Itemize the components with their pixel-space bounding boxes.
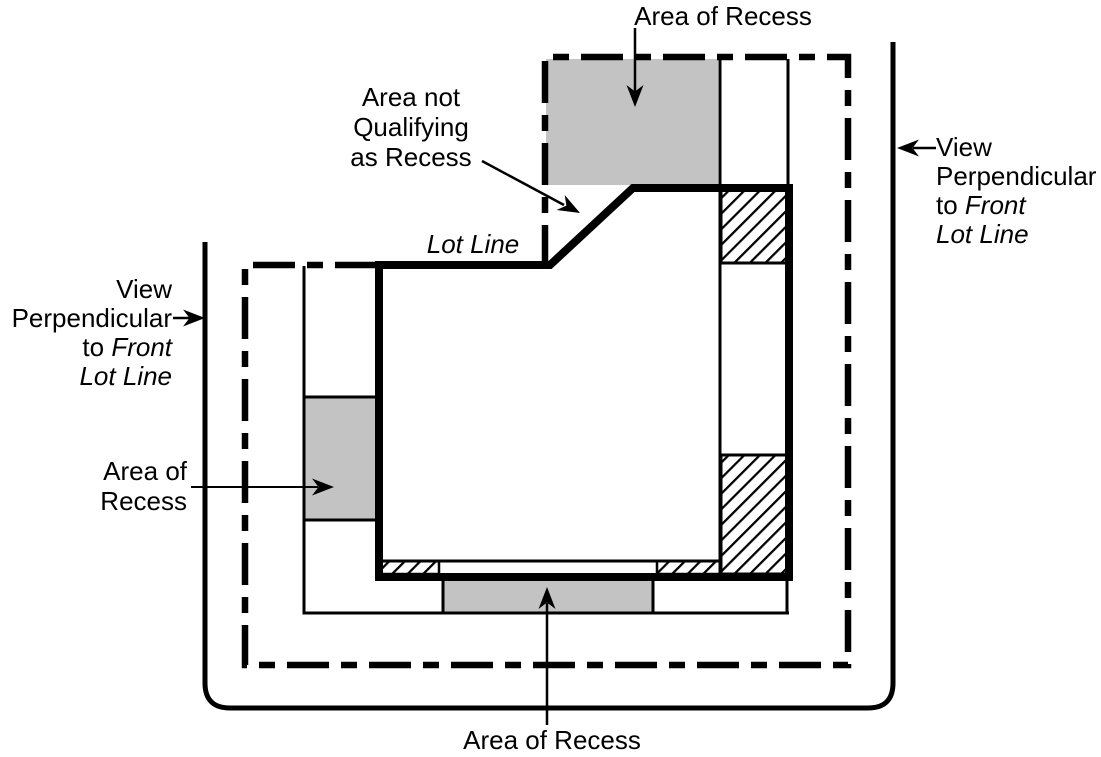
label-view-right-line1: View [936,132,992,162]
arrow-view-right [897,139,936,157]
projection-line-left-bottom [302,266,789,615]
label-view-left-line1: View [116,274,172,304]
label-view-right-line4: Lot Line [936,219,1029,249]
label-view-left-line2: Perpendicular [11,303,172,333]
label-lot-line: Lot Line [426,229,520,259]
label-view-perpendicular-left: View Perpendicular to Front Lot Line [0,275,172,391]
recess-area-top [546,59,718,185]
label-area-not-qualifying-line1: Area not [361,82,461,112]
recess-area-left [304,397,379,520]
label-area-not-qualifying-line3: as Recess [350,142,472,172]
label-view-right-line3: to Front [936,190,1026,220]
arrow-recess-bottom [538,587,556,725]
label-recess-left-line1: Area of [103,456,187,486]
label-view-right-line2: Perpendicular [936,161,1097,191]
arrow-recess-left [191,478,334,496]
outer-view-line [202,42,896,711]
label-area-not-qualifying: Area not Qualifying as Recess [261,82,561,172]
label-view-left-line3: to Front [82,332,172,362]
arrow-not-qualifying [481,159,580,213]
hatch-area-right-upper [719,188,789,265]
label-view-left-line4: Lot Line [79,361,172,391]
label-area-of-recess-top: Area of Recess [634,1,812,31]
arrow-recess-top [626,28,644,107]
lot-line-polygon [375,184,793,581]
label-area-of-recess-left: Area of Recess [39,456,187,516]
dashed-boundary-line [241,53,852,669]
label-view-perpendicular-right: View Perpendicular to Front Lot Line [936,133,1101,249]
label-recess-left-line2: Recess [100,486,187,516]
hatch-area-right-lower [719,453,789,576]
arrow-view-left [173,309,205,327]
label-area-not-qualifying-line2: Qualifying [353,112,469,142]
label-area-of-recess-bottom: Area of Recess [463,725,641,755]
hatch-strip-bottom-left [379,559,441,576]
hatch-strip-bottom-right [655,559,722,576]
